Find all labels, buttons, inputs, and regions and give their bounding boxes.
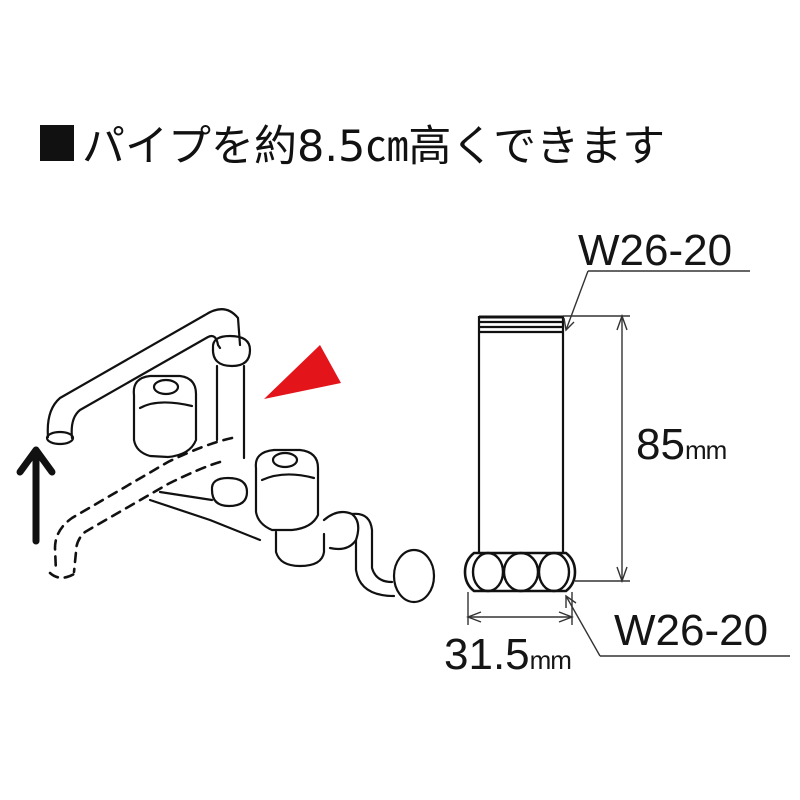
- black-square-icon: [40, 125, 74, 161]
- dimension-lines: [466, 270, 790, 657]
- width-dimension: 31.5mm: [444, 630, 572, 680]
- faucet-illustration: [45, 308, 436, 604]
- length-dimension: 85mm: [636, 420, 727, 470]
- top-thread-label: W26-20: [578, 226, 733, 275]
- length-unit: mm: [684, 435, 727, 465]
- heading-text: パイプを約8.5㎝高くできます: [82, 122, 666, 172]
- length-value: 85: [636, 420, 685, 469]
- lowered-spout-dashed: [48, 436, 234, 580]
- extension-pipe: [463, 315, 577, 593]
- top-thread-callout: W26-20: [578, 226, 732, 276]
- bottom-thread-label: W26-20: [614, 606, 769, 655]
- heading: パイプを約8.5㎝高くできます: [40, 112, 665, 174]
- red-indicator-icon: [264, 345, 341, 399]
- up-arrow-icon: [16, 446, 56, 545]
- bottom-thread-callout: W26-20: [614, 606, 768, 656]
- width-unit: mm: [529, 645, 572, 675]
- width-value: 31.5: [444, 630, 530, 679]
